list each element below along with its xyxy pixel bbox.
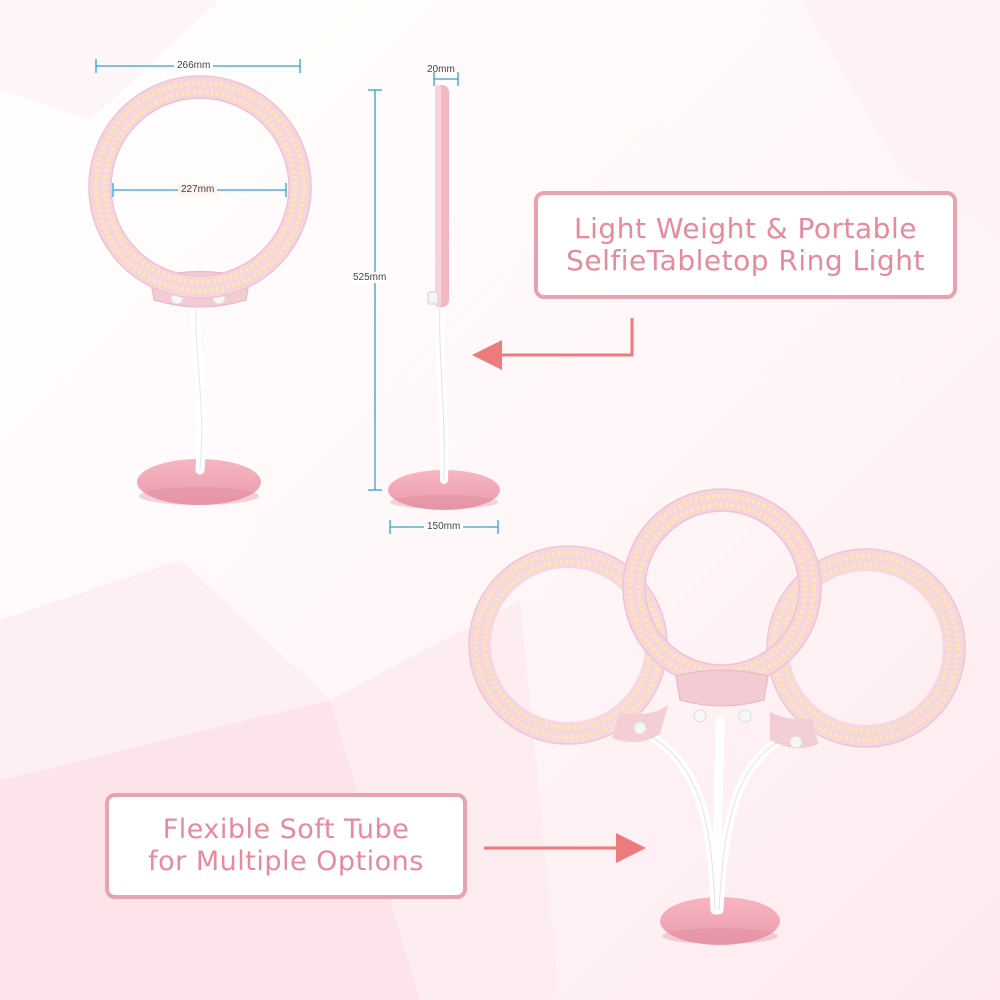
callout-flexible: Flexible Soft Tube for Multiple Options — [105, 793, 467, 899]
center-ring-inner-edge — [644, 510, 800, 666]
side-view-ring-light — [388, 85, 500, 510]
center-button — [693, 709, 707, 723]
height-label: 525mm — [353, 272, 387, 283]
front-led-row-outer — [94, 81, 306, 293]
background-facet — [0, 560, 330, 780]
arrow-portable — [472, 318, 634, 370]
front-tube-edge — [195, 299, 203, 471]
front-base-shadow — [139, 487, 259, 505]
right-ring-bracket — [770, 712, 818, 749]
front-view-ring-light — [88, 75, 312, 505]
front-ring-inner-edge — [110, 97, 290, 277]
triple-ring-light — [468, 488, 966, 945]
front-base — [137, 459, 261, 505]
right-led-inner — [781, 563, 951, 733]
inner-width-label: 227mm — [178, 184, 218, 195]
side-base-shadow — [390, 495, 498, 509]
base-width-label: 150mm — [424, 521, 464, 532]
side-tube-edge — [439, 299, 445, 481]
side-ring-panel-light — [435, 85, 441, 307]
thickness-label: 20mm — [427, 64, 455, 75]
front-led-row-inner — [103, 90, 297, 284]
callout-flexible-line1: Flexible Soft Tube — [162, 814, 410, 845]
center-ring-bracket — [675, 669, 769, 707]
callout-portable-line2: SelfieTabletop Ring Light — [566, 244, 925, 277]
triple-base-shadow — [662, 928, 778, 944]
triple-tube-edge — [718, 734, 791, 911]
callout-flexible-line2: for Multiple Options — [148, 846, 424, 877]
outer-width-label: 266mm — [174, 60, 214, 71]
triple-tube-edge — [639, 729, 716, 911]
left-button — [633, 721, 647, 735]
side-switch — [427, 291, 439, 305]
front-ring-rim — [88, 75, 312, 299]
callout-portable: Light Weight & Portable SelfieTabletop R… — [534, 191, 957, 299]
callout-portable-line1: Light Weight & Portable — [574, 212, 917, 245]
center-led-outer — [628, 494, 816, 682]
background-facet — [800, 0, 1000, 240]
center-ring — [622, 488, 822, 723]
center-button — [738, 709, 752, 723]
front-ring-body — [89, 76, 311, 298]
right-led-outer — [772, 554, 960, 742]
right-ring-rim — [766, 548, 966, 748]
background-facet — [0, 0, 220, 120]
triple-base — [660, 897, 780, 945]
right-button — [789, 735, 803, 749]
side-base — [388, 470, 500, 510]
